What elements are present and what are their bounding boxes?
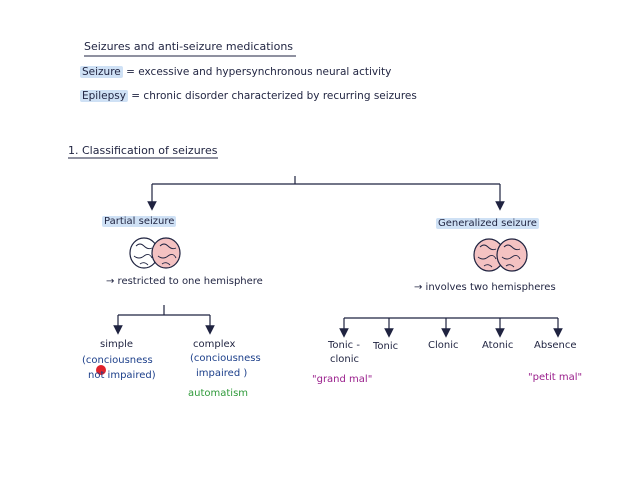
- type-clonic: Clonic: [428, 340, 459, 351]
- complex-extra: automatism: [188, 388, 249, 399]
- simple-label: simple: [100, 339, 134, 350]
- type-absence: Absence: [534, 340, 577, 351]
- note-petit-mal: "petit mal": [528, 372, 583, 383]
- simple-note-2: not impaired): [88, 370, 156, 381]
- definition-epilepsy: Epilepsy = chronic disorder characterize…: [80, 90, 417, 102]
- generalized-seizure-label-text: Generalized seizure: [436, 218, 539, 229]
- definition-seizure: Seizure = excessive and hypersynchronous…: [80, 66, 391, 78]
- pointer-dot: [96, 365, 106, 375]
- complex-note-1: (conciousness: [190, 353, 261, 364]
- definition-epilepsy-text: = chronic disorder characterized by recu…: [131, 90, 417, 102]
- simple-note-1: (conciousness: [82, 355, 153, 366]
- section-heading: 1. Classification of seizures: [68, 144, 218, 157]
- brain-generalized-icon: [473, 238, 528, 272]
- complex-note-2: impaired ): [196, 368, 248, 379]
- note-grand-mal: "grand mal": [312, 374, 373, 385]
- term-epilepsy: Epilepsy: [80, 90, 128, 102]
- type-tonic-clonic-2: clonic: [330, 354, 360, 365]
- complex-label: complex: [193, 339, 236, 350]
- type-tonic-clonic-1: Tonic -: [328, 340, 360, 351]
- partial-description: → restricted to one hemisphere: [106, 276, 263, 287]
- generalized-seizure-label: Generalized seizure: [436, 218, 539, 229]
- type-tonic: Tonic: [373, 341, 399, 352]
- type-atonic: Atonic: [482, 340, 514, 351]
- partial-seizure-label: Partial seizure: [102, 216, 177, 227]
- partial-seizure-label-text: Partial seizure: [102, 216, 177, 227]
- term-seizure: Seizure: [80, 66, 123, 78]
- definition-seizure-text: = excessive and hypersynchronous neural …: [126, 66, 392, 78]
- brain-partial-icon: [129, 237, 181, 269]
- generalized-description: → involves two hemispheres: [414, 282, 556, 293]
- page-title: Seizures and anti-seizure medications: [84, 40, 294, 53]
